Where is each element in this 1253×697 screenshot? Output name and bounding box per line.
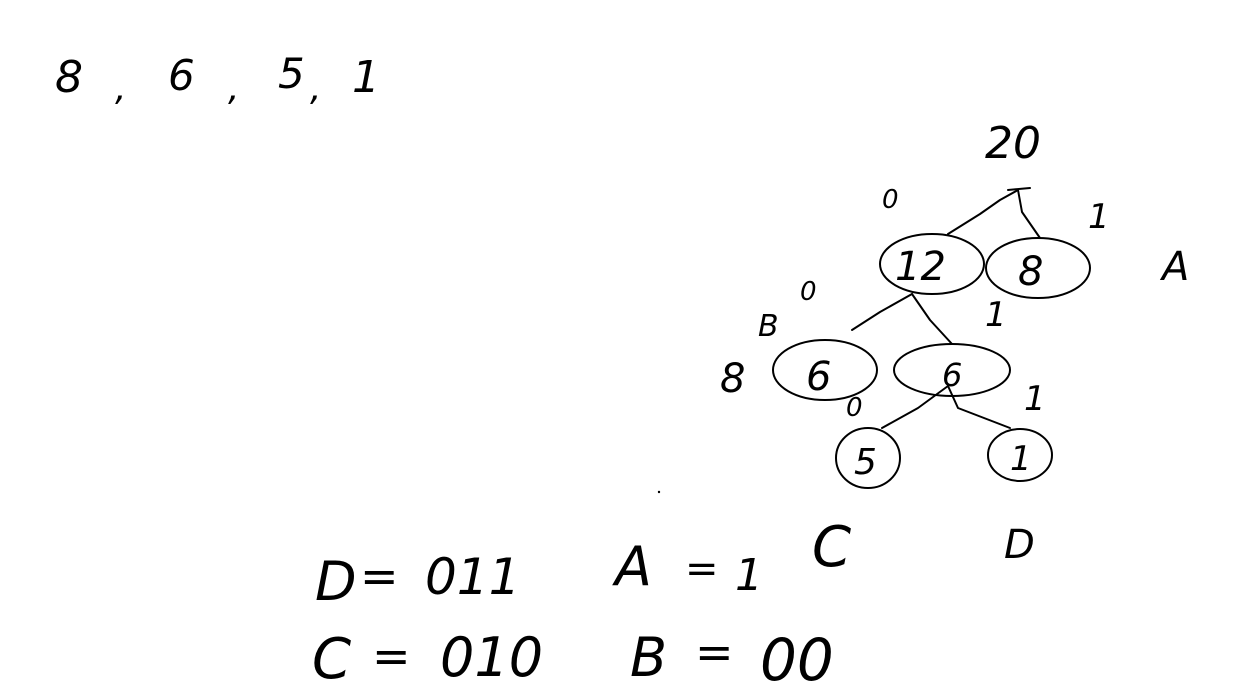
code-equals-d: =: [360, 549, 399, 603]
level2-extra-zero: 0: [846, 393, 863, 423]
letter-c: C: [812, 515, 851, 580]
root-edges: [947, 187, 1041, 239]
letter-a: A: [1159, 244, 1189, 290]
codes-row-1: D = 011 A = 1: [315, 535, 763, 613]
node-8: 8: [985, 237, 1091, 299]
root-right-edge-label: 1: [1088, 197, 1110, 237]
code-symbol-d: D: [315, 550, 357, 613]
level2-right-edge-label: 1: [1024, 379, 1046, 419]
sequence-item-1: 8: [55, 52, 83, 103]
node-5: 5: [835, 427, 901, 489]
node-12: 12: [879, 233, 985, 295]
stray-dot: [657, 490, 661, 494]
node-6-left-weight: 6: [806, 354, 831, 400]
sequence-separator-2: ,: [228, 68, 239, 109]
node-6-right: 6: [893, 343, 1011, 397]
root-left-edge-label: 0: [882, 185, 899, 215]
sequence-item-3: 5: [278, 49, 305, 98]
sequence-item-2: 6: [168, 51, 195, 100]
node-5-weight: 5: [854, 442, 877, 483]
node-6-side-value: 8: [720, 356, 745, 402]
node-6-left: 6: [772, 339, 878, 401]
node-6-right-edge: [947, 385, 1011, 429]
sequence-separator-1: ,: [115, 68, 126, 109]
code-equals-a: =: [685, 546, 719, 592]
node-8-circle: [985, 237, 1091, 299]
root-weight: 20: [985, 118, 1041, 169]
level1-right-edge-label: 1: [985, 295, 1007, 335]
code-symbol-c: C: [312, 627, 351, 692]
level1-left-edge-label: 0: [800, 277, 817, 307]
letter-b: B: [758, 309, 779, 344]
root-node-mark: [1007, 187, 1031, 191]
code-symbol-a: A: [612, 535, 652, 598]
node-8-weight: 8: [1018, 249, 1043, 295]
root-left-edge: [947, 189, 1019, 235]
sequence-item-4: 1: [352, 52, 380, 103]
node-1: 1: [987, 428, 1053, 482]
node-6-left-circle: [772, 339, 878, 401]
node-12-weight: 12: [895, 244, 946, 290]
node-6-right-weight: 6: [942, 356, 962, 394]
sequence: 8 , 6 , 5 , 1: [55, 49, 380, 109]
node-6-left-edge: [881, 385, 949, 429]
node-5-circle: [835, 427, 901, 489]
letter-d: D: [1004, 522, 1035, 568]
root-right-edge: [1017, 189, 1041, 239]
code-equals-c: =: [372, 629, 411, 683]
code-symbol-b: B: [630, 626, 667, 689]
node-12-left-edge: [851, 293, 913, 331]
sequence-separator-3: ,: [310, 68, 321, 109]
code-value-c: 010: [440, 626, 543, 689]
code-value-d: 011: [425, 548, 520, 606]
codes-row-2: C = 010 B = 00: [312, 625, 834, 694]
node-12-circle: [879, 233, 985, 295]
node-1-weight: 1: [1010, 439, 1032, 479]
code-value-a: 1: [735, 550, 763, 601]
level1-edges: [851, 293, 953, 345]
level2-edges: [881, 385, 1011, 429]
node-12-right-edge: [911, 293, 953, 345]
node-1-circle: [987, 428, 1053, 482]
code-equals-b: =: [695, 625, 734, 679]
code-value-b: 00: [760, 626, 834, 694]
